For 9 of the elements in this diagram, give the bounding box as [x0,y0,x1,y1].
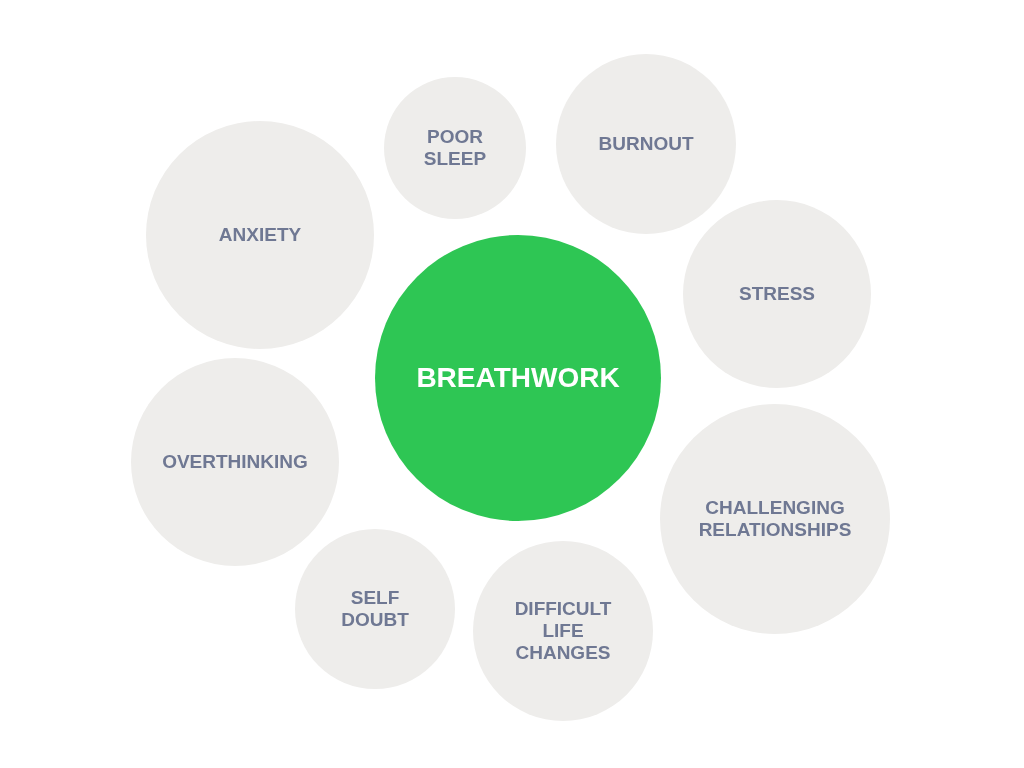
topic-label: POOR SLEEP [422,126,488,170]
topic-label: BURNOUT [597,133,695,155]
topic-label: SELF DOUBT [340,587,410,631]
central-label: BREATHWORK [415,361,621,395]
topic-label: ANXIETY [217,224,303,246]
topic-label: OVERTHINKING [161,451,309,473]
topic-label: CHALLENGING RELATIONSHIPS [697,497,853,541]
topic-label: DIFFICULT LIFE CHANGES [513,598,613,664]
topic-label: STRESS [738,283,816,305]
